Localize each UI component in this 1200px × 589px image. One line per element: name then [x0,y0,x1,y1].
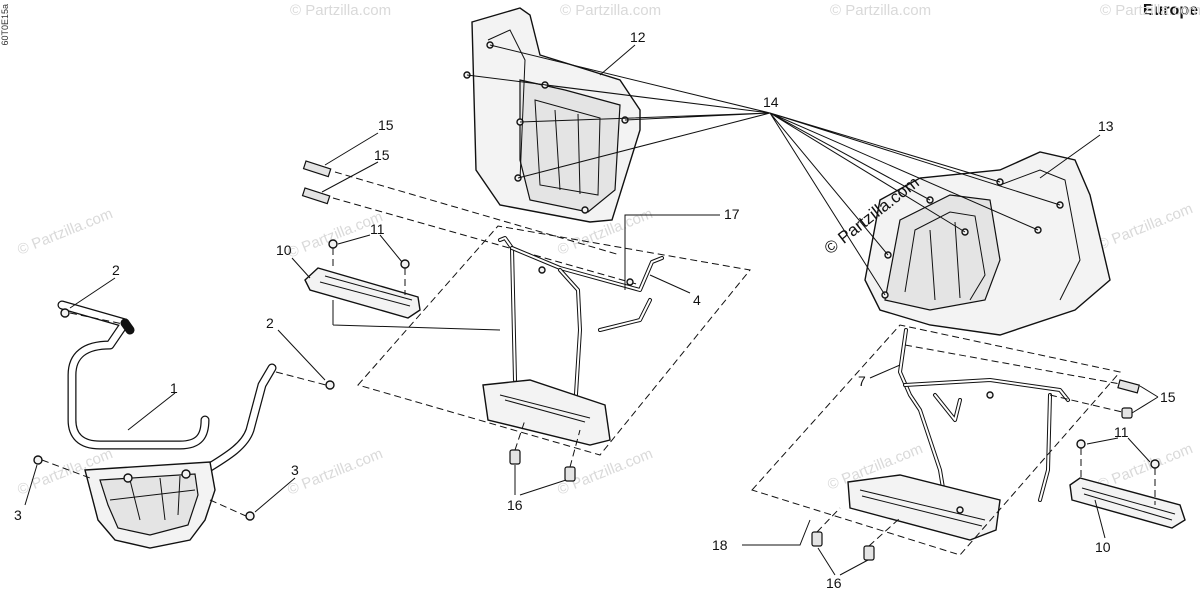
callout-2: 2 [112,262,120,278]
screw-11d [1150,459,1160,469]
footrest-right [1069,439,1186,529]
assembly-outline-left [332,225,751,456]
callout-7: 7 [858,373,866,389]
bolt-2a [60,308,70,318]
callout-labels: 1 2 2 3 3 4 7 10 10 11 11 12 13 14 15 15… [14,29,1176,589]
callout-15: 15 [1160,389,1176,405]
screw-11b [400,259,410,269]
callout-12: 12 [630,29,646,45]
callout-15: 15 [374,147,390,163]
callout-10: 10 [1095,539,1111,555]
callout-3: 3 [291,462,299,478]
callout-11: 11 [1114,424,1129,440]
support-left [482,236,664,446]
watermark: © Partzilla.com [1100,2,1200,19]
front-bumper [57,300,277,549]
bolts-16-left [509,419,581,482]
callout-15: 15 [378,117,394,133]
callout-18: 18 [712,537,728,553]
leader-lines [24,44,1159,576]
watermark: © Partzilla.com [830,2,931,19]
assembly-outline-right [751,324,1121,556]
screw-11c [1076,439,1086,449]
watermark: © Partzilla.com [285,445,385,499]
callout-16: 16 [826,575,842,589]
bolts-15-right [904,344,1141,419]
callout-13: 13 [1098,118,1114,134]
bolt-2b [325,380,335,390]
callout-3: 3 [14,507,22,523]
region-label: Europe [1142,2,1198,19]
callout-2: 2 [266,315,274,331]
fender-left [463,7,641,223]
callout-17: 17 [724,206,740,222]
bolts-16-right [811,507,901,561]
callout-10: 10 [276,242,292,258]
screw-11a [328,239,338,249]
watermark: © Partzilla.com [290,2,391,19]
watermark: © Partzilla.com [15,205,115,259]
nut-3a [33,455,43,465]
nut-3b [245,511,255,521]
bumper-fasteners [33,308,335,521]
callout-14: 14 [763,94,779,110]
bolts-15-left [301,160,641,286]
callout-4: 4 [693,292,701,308]
callout-11: 11 [370,221,385,237]
watermark: © Partzilla.com [1095,200,1195,254]
watermark: © Partzilla.com [560,2,661,19]
footrest-left [304,239,421,319]
support-right [847,328,1070,541]
callout-16: 16 [507,497,523,513]
callout-1: 1 [170,380,178,396]
